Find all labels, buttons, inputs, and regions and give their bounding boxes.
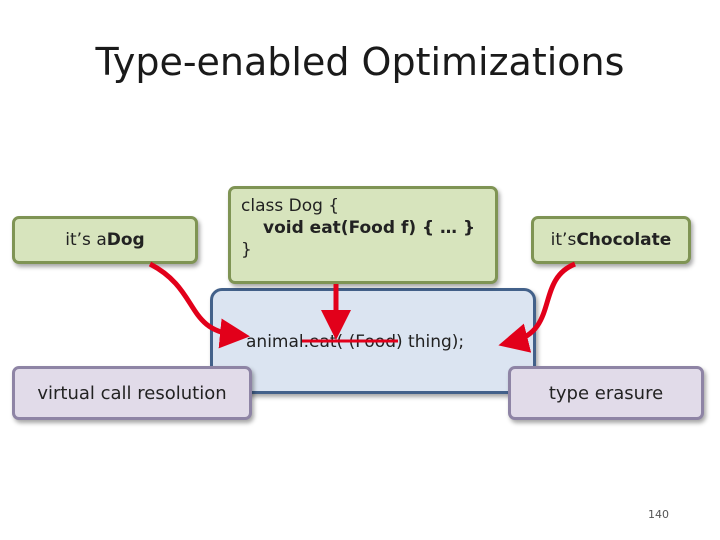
call-expression-text: animal.eat( (Food) thing); <box>246 332 465 352</box>
class-definition-box: class Dog { void eat(Food f) { … } } <box>228 186 498 284</box>
chocolate-fact-prefix: it’s <box>550 230 577 250</box>
arrow-chocolate-to-call <box>498 261 577 353</box>
type-erasure-box: type erasure <box>508 366 704 420</box>
chocolate-fact-bold: Chocolate <box>576 230 672 250</box>
dog-fact-box: it’s a Dog <box>12 216 198 264</box>
class-line-3: } <box>241 240 252 260</box>
slide-title: Type-enabled Optimizations <box>95 40 625 84</box>
type-erasure-label: type erasure <box>548 382 664 404</box>
dog-fact-bold: Dog <box>106 230 145 250</box>
class-line-2: void eat(Food f) { … } <box>263 218 476 238</box>
virtual-call-resolution-label: virtual call resolution <box>37 382 227 404</box>
chocolate-fact-box: it’s Chocolate <box>531 216 691 264</box>
dog-fact-prefix: it’s a <box>65 230 107 250</box>
arrow-dog-to-call <box>148 261 250 349</box>
page-number: 140 <box>648 508 669 521</box>
virtual-call-resolution-box: virtual call resolution <box>12 366 252 420</box>
class-line-1: class Dog { <box>241 196 340 216</box>
